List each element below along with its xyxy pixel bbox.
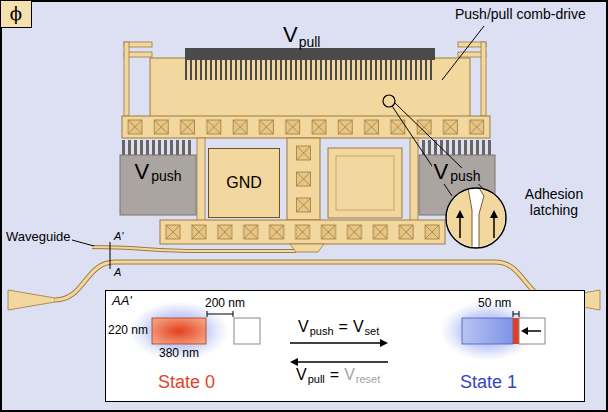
push-electrode: [120, 140, 495, 215]
voltage-pad: Vpush: [120, 155, 196, 215]
voltage-subscript: pull: [308, 373, 325, 386]
cross-section: [207, 311, 208, 317]
voltage-label: V: [432, 159, 449, 184]
voltage-pad: Vpush: [419, 155, 495, 215]
cross-section: [519, 311, 520, 317]
section-marker: A': [114, 230, 123, 243]
latch-detail: [479, 188, 512, 252]
comb-drive: [160, 220, 445, 244]
voltage-label: V: [353, 318, 364, 336]
cross-section: [290, 358, 298, 366]
leader-line: [110, 242, 111, 269]
comb-drive: [287, 140, 320, 218]
voltage-label: V: [344, 366, 355, 384]
comb-drive: [197, 138, 205, 222]
leader-line: [442, 26, 484, 80]
voltage-label: V: [133, 159, 150, 184]
ground-pad: GND: [208, 148, 280, 218]
latch-detail: [440, 188, 472, 252]
leader-line: [383, 95, 395, 107]
dimension: 380 nm: [159, 347, 199, 361]
voltage-subscript: reset: [356, 373, 380, 386]
comb-drive: [336, 156, 394, 210]
ground-label: GND: [226, 174, 262, 192]
comb-drive: [481, 42, 486, 116]
voltage-label: V: [298, 318, 309, 336]
voltage-label: V: [296, 366, 307, 384]
equals-sign: =: [330, 366, 339, 384]
latch-detail: [440, 188, 512, 252]
cross-section: [298, 361, 388, 363]
push-electrode: [421, 140, 493, 155]
comb-drive: [160, 220, 445, 244]
voltage-subscript: push: [449, 168, 481, 184]
cross-section: [521, 327, 528, 335]
panel-label: ϕ: [0, 0, 32, 28]
section-marker: A: [114, 266, 121, 279]
cross-section: [513, 311, 514, 317]
comb-drive: [185, 60, 435, 80]
equals-sign: =: [339, 318, 348, 336]
cross-section: [105, 290, 585, 402]
cross-section: [513, 318, 519, 344]
voltage-label: V: [283, 22, 298, 47]
cross-section: [233, 311, 234, 317]
cross-section: [207, 314, 233, 315]
panel-letter: ϕ: [10, 4, 22, 25]
voltage-subscript: push: [310, 325, 334, 338]
cross-section: [380, 339, 388, 347]
comb-drive: [328, 148, 402, 218]
cross-section: [290, 342, 380, 344]
comb-drive: [124, 42, 129, 116]
latch-detail: [493, 216, 495, 238]
leader-line: [72, 26, 500, 269]
comb-drive: [122, 116, 490, 138]
cross-section: [519, 318, 545, 344]
comb-drive: [290, 244, 324, 252]
push-electrode: [122, 140, 194, 155]
cross-section: [462, 318, 513, 344]
callout-label: Waveguide: [6, 230, 71, 245]
latch-detail: [456, 210, 464, 218]
voltage-subscript: pull: [299, 34, 321, 50]
callout-label: Adhesion latching: [508, 186, 600, 218]
cross-section: [234, 318, 260, 344]
push-electrode: [120, 155, 196, 215]
voltage-subscript: push: [150, 168, 182, 184]
cross-section: [105, 290, 585, 402]
cross-section: [527, 330, 541, 332]
dimension: 200 nm: [205, 297, 245, 311]
comb-drive: [287, 138, 320, 220]
cross-section: [513, 314, 519, 315]
comb-drive: [122, 116, 490, 138]
comb-drive: [150, 58, 470, 118]
dimension: 220 nm: [108, 324, 148, 338]
cross-section: [152, 318, 206, 344]
voltage-subscript: set: [365, 325, 380, 338]
waveguide: [92, 247, 296, 251]
latch-detail: [459, 216, 461, 238]
latch-detail: [440, 188, 512, 252]
dimension: 50 nm: [478, 297, 511, 311]
section-label: AA': [112, 294, 132, 309]
leader-line: [392, 106, 452, 196]
state-label: State 1: [460, 372, 517, 393]
state-label: State 0: [158, 372, 215, 393]
comb-drive: [410, 138, 418, 222]
callout-label: Push/pull comb-drive: [455, 6, 586, 22]
waveguide: [8, 290, 55, 310]
latch-detail: [490, 210, 498, 218]
leader-line: [72, 240, 94, 246]
waveguide: [92, 247, 296, 251]
